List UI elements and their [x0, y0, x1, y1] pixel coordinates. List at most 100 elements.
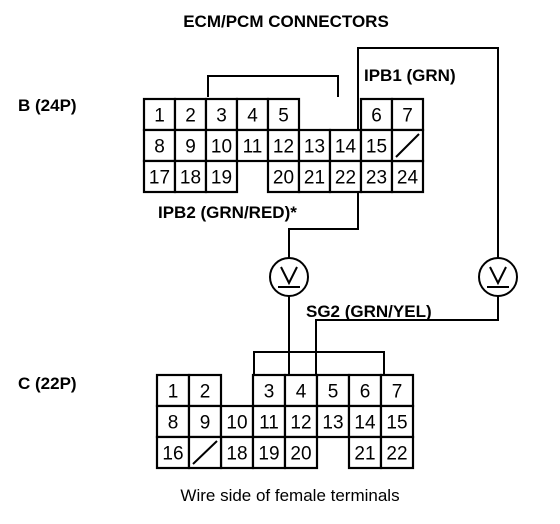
connector-b-pin-20: 20 — [266, 159, 301, 194]
connector-c-pin-20: 20 — [283, 435, 319, 470]
connector-c-label: C (22P) — [18, 374, 77, 393]
svg-text:21: 21 — [354, 444, 375, 465]
svg-text:7: 7 — [392, 382, 403, 403]
svg-text:5: 5 — [278, 106, 289, 127]
svg-text:9: 9 — [200, 413, 211, 434]
wire-label-ipb1: IPB1 (GRN) — [364, 66, 456, 85]
svg-text:6: 6 — [360, 382, 371, 403]
svg-text:19: 19 — [211, 168, 232, 189]
connector-b-pin-6: 6 — [359, 97, 394, 132]
connector-c-pin-10: 10 — [219, 404, 255, 439]
connector-b-pin-18: 18 — [173, 159, 208, 194]
connector-b-pin-1: 1 — [142, 97, 177, 132]
connector-b-pin-3: 3 — [204, 97, 239, 132]
svg-text:18: 18 — [226, 444, 247, 465]
connector-c-pin-18: 18 — [219, 435, 255, 470]
connector-b-pin-22: 22 — [328, 159, 363, 194]
connector-c-pin-19: 19 — [251, 435, 287, 470]
svg-text:13: 13 — [304, 137, 325, 158]
wire-ipb1 — [315, 47, 499, 375]
svg-text:1: 1 — [168, 382, 179, 403]
svg-text:11: 11 — [259, 413, 279, 434]
svg-text:13: 13 — [322, 413, 343, 434]
svg-text:24: 24 — [397, 168, 419, 189]
wire-label-sg2: SG2 (GRN/YEL) — [306, 302, 432, 321]
connector-b-label: B (24P) — [18, 96, 77, 115]
connector-b-latch — [207, 75, 339, 97]
svg-text:1: 1 — [154, 106, 165, 127]
svg-text:11: 11 — [243, 137, 263, 158]
svg-text:5: 5 — [328, 382, 339, 403]
connector-b-pin-11: 11 — [235, 128, 270, 163]
connector-b-unused-cavity — [390, 128, 425, 163]
connector-b-pin-15: 15 — [359, 128, 394, 163]
connector-c-pin-15: 15 — [379, 404, 415, 439]
svg-text:16: 16 — [162, 444, 183, 465]
svg-text:7: 7 — [402, 106, 413, 127]
svg-text:20: 20 — [290, 444, 311, 465]
voltmeter-left — [269, 257, 309, 297]
svg-text:8: 8 — [168, 413, 179, 434]
svg-text:18: 18 — [180, 168, 201, 189]
svg-text:17: 17 — [149, 168, 170, 189]
connector-b-pin-24: 24 — [390, 159, 425, 194]
connector-b-pin-7: 7 — [390, 97, 425, 132]
connector-c-pin-5: 5 — [315, 373, 351, 408]
wire-label-ipb2: IPB2 (GRN/RED)* — [158, 203, 297, 222]
svg-text:10: 10 — [226, 413, 247, 434]
svg-text:3: 3 — [264, 382, 275, 403]
caption: Wire side of female terminals — [180, 486, 399, 505]
svg-text:4: 4 — [247, 106, 258, 127]
svg-text:15: 15 — [386, 413, 407, 434]
voltmeter-right — [478, 257, 518, 297]
connector-b-pin-5: 5 — [266, 97, 301, 132]
svg-text:10: 10 — [211, 137, 232, 158]
svg-text:14: 14 — [335, 137, 357, 158]
connector-b-pin-21: 21 — [297, 159, 332, 194]
svg-text:22: 22 — [335, 168, 356, 189]
connector-b-pin-8: 8 — [142, 128, 177, 163]
svg-text:3: 3 — [216, 106, 227, 127]
svg-text:19: 19 — [258, 444, 279, 465]
svg-text:12: 12 — [273, 137, 294, 158]
wire-ipb2 — [288, 192, 359, 375]
connector-c-pin-14: 14 — [347, 404, 383, 439]
connector-c-pin-4: 4 — [283, 373, 319, 408]
svg-text:2: 2 — [200, 382, 211, 403]
svg-text:4: 4 — [296, 382, 307, 403]
connector-c-pin-2: 2 — [187, 373, 223, 408]
svg-text:15: 15 — [366, 137, 387, 158]
svg-text:12: 12 — [290, 413, 311, 434]
connector-b-pin-14: 14 — [328, 128, 363, 163]
connector-c-latch — [253, 351, 385, 375]
connector-c-pin-12: 12 — [283, 404, 319, 439]
svg-text:20: 20 — [273, 168, 294, 189]
connector-c-unused-cavity — [187, 435, 223, 470]
diagram-title: ECM/PCM CONNECTORS — [183, 12, 389, 31]
connector-b-pin-17: 17 — [142, 159, 177, 194]
connector-c-pin-13: 13 — [315, 404, 351, 439]
connector-c-pin-7: 7 — [379, 373, 415, 408]
connector-b-pin-2: 2 — [173, 97, 208, 132]
connector-b-pin-10: 10 — [204, 128, 239, 163]
svg-text:23: 23 — [366, 168, 387, 189]
connector-c-pin-3: 3 — [251, 373, 287, 408]
connector-b-pin-19: 19 — [204, 159, 239, 194]
svg-text:9: 9 — [185, 137, 196, 158]
connector-c-pin-1: 1 — [155, 373, 191, 408]
connector-c-pin-9: 9 — [187, 404, 223, 439]
connector-c-pin-16: 16 — [155, 435, 191, 470]
connector-b-pin-13: 13 — [297, 128, 332, 163]
connector-c-pin-11: 11 — [251, 404, 287, 439]
svg-text:2: 2 — [185, 106, 196, 127]
svg-text:8: 8 — [154, 137, 165, 158]
connector-b-pin-9: 9 — [173, 128, 208, 163]
svg-text:6: 6 — [371, 106, 382, 127]
svg-text:21: 21 — [304, 168, 325, 189]
svg-text:14: 14 — [354, 413, 376, 434]
connector-c-pin-6: 6 — [347, 373, 383, 408]
svg-text:22: 22 — [386, 444, 407, 465]
